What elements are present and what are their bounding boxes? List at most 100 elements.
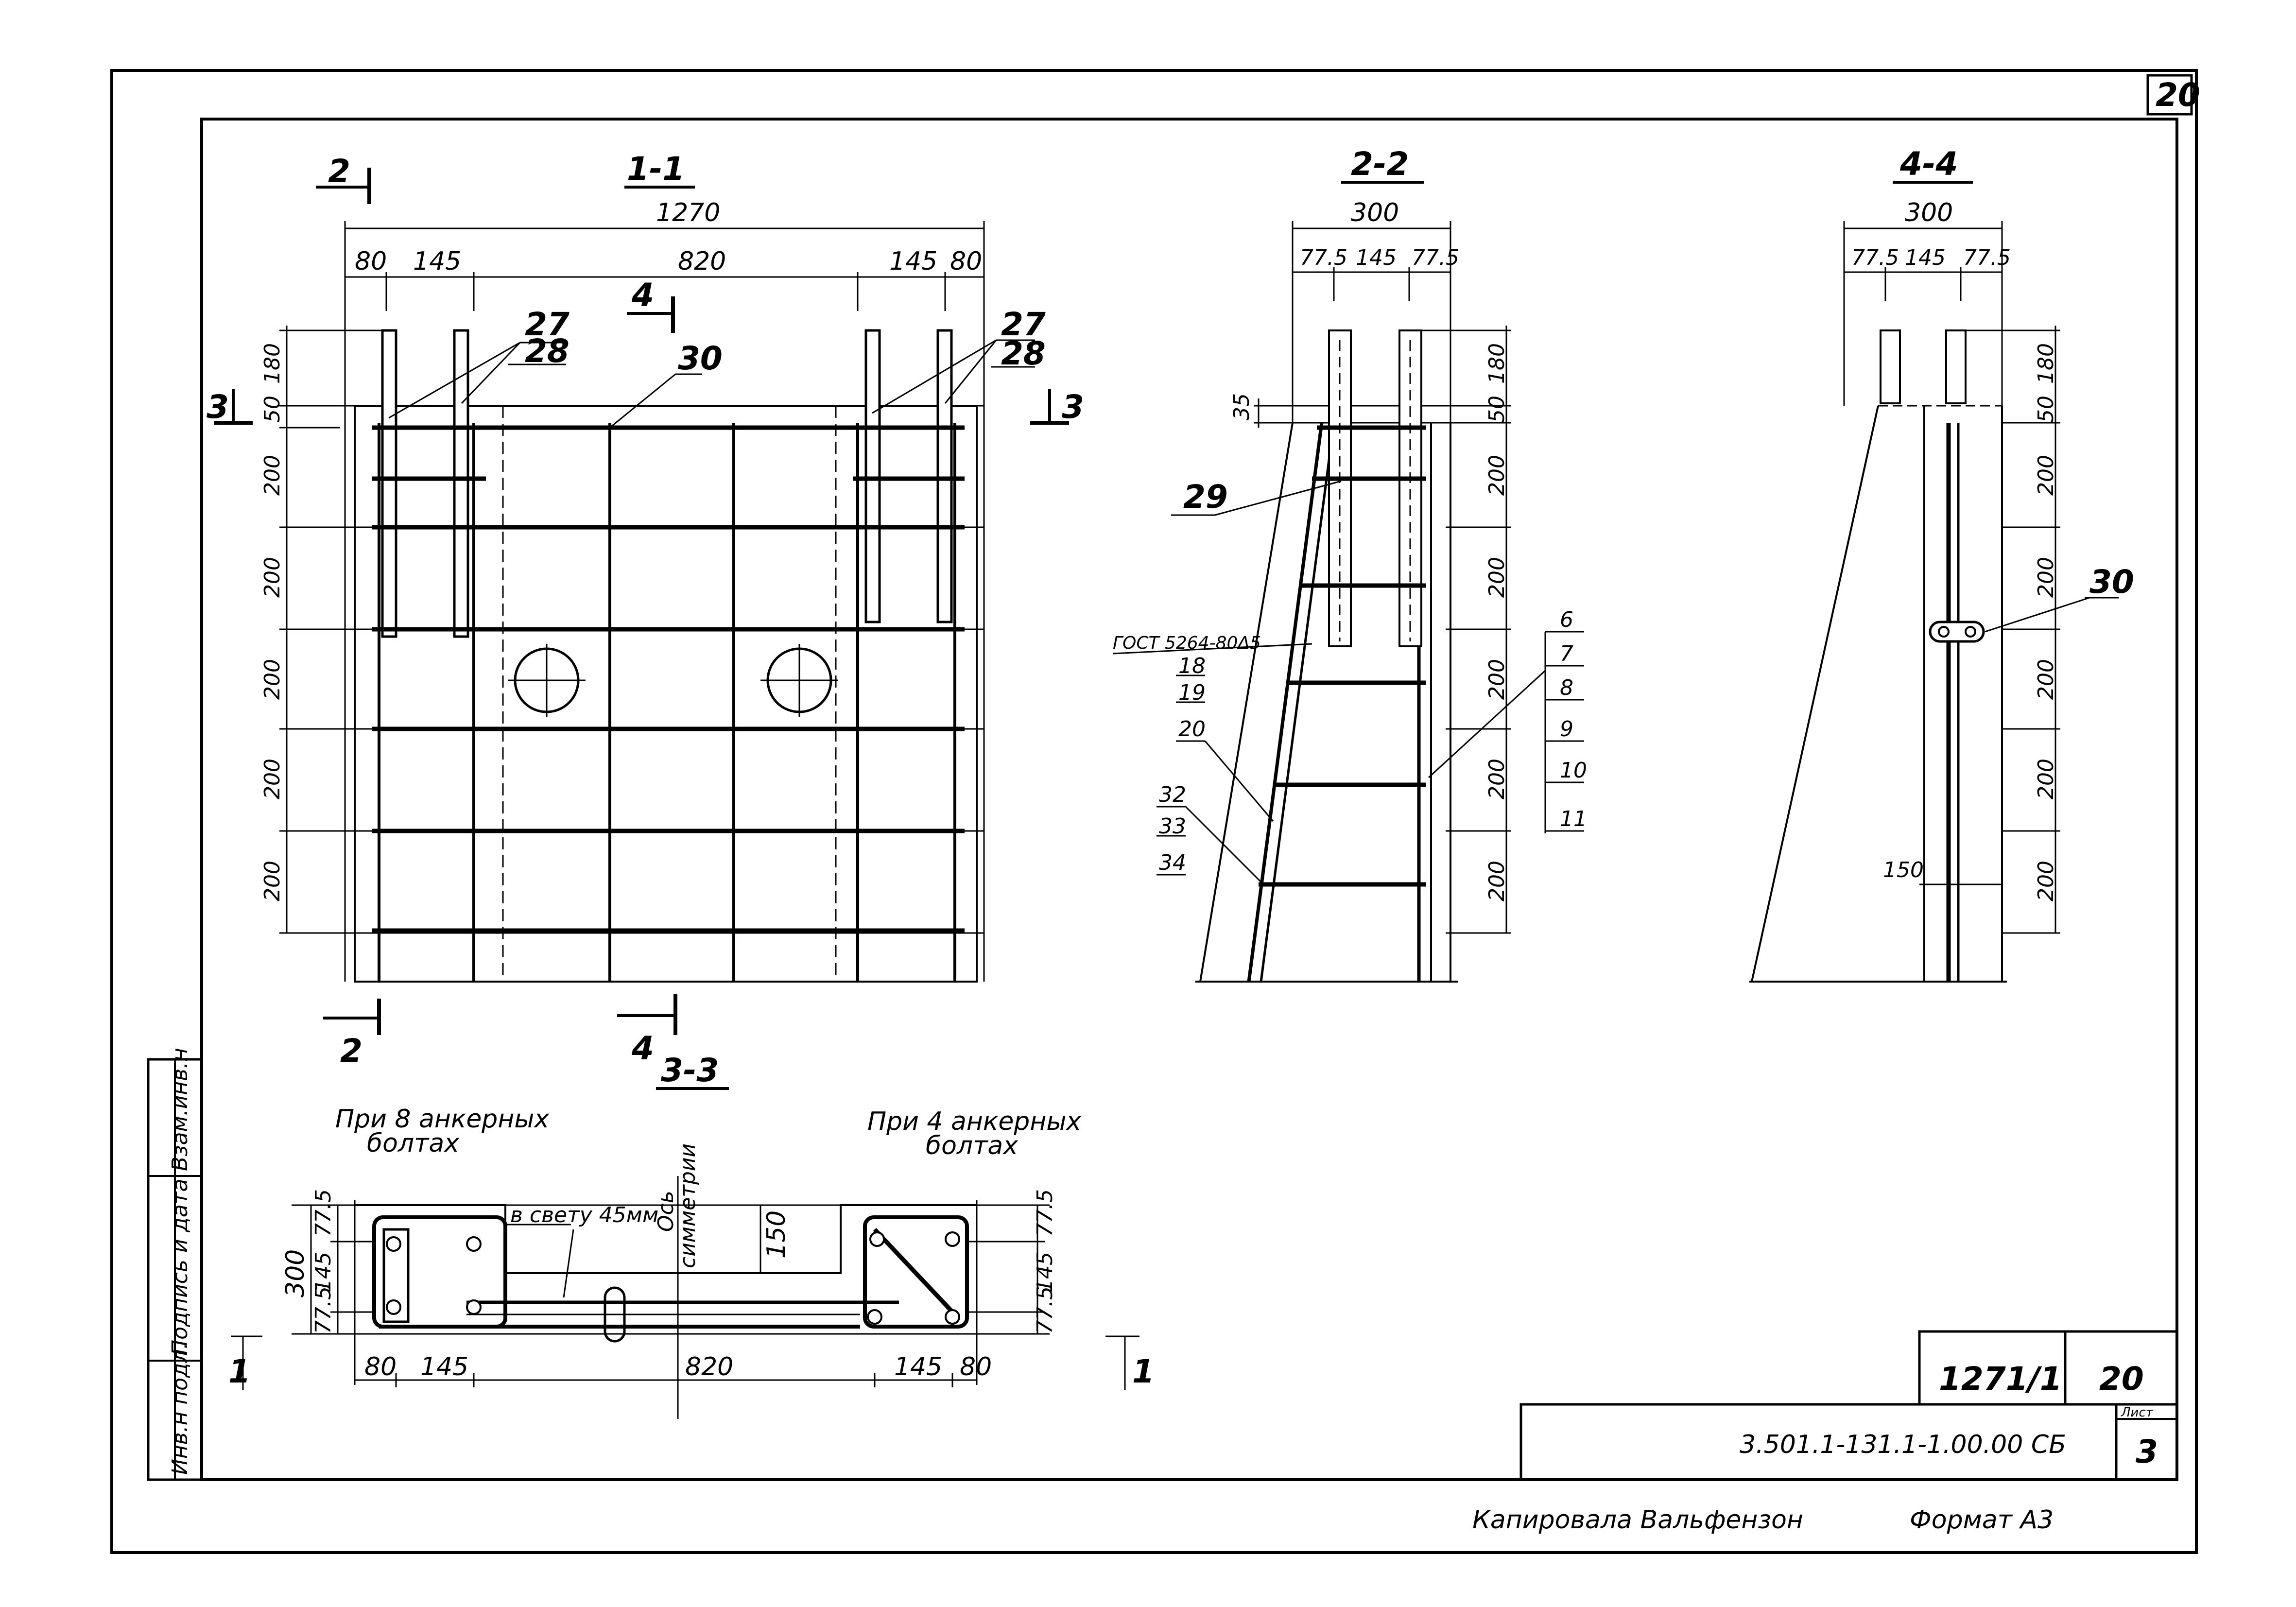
label-20: 20 [1178,717,1206,742]
cut-mark-3-left: 3 [207,388,229,426]
dim-3-l-77-5-a: 77.5 [311,1189,336,1237]
title-number: 1271/1 [1939,1360,2062,1398]
footer-copied-by: Капировала Вальфензон [1472,1505,1803,1535]
dim-3-80-right: 80 [960,1352,992,1382]
dim-2-200-e: 200 [1485,861,1509,901]
dim-2-50: 50 [1485,396,1509,423]
dim-80-right: 80 [950,247,982,276]
dim-4-200-d: 200 [2034,759,2058,799]
sheet-number-box: 20 [2146,74,2200,116]
footer-format: Формат А3 [1910,1505,2054,1535]
dim-145-left: 145 [413,247,461,276]
label-34: 34 [1159,850,1186,875]
dim-3-l-300: 300 [281,1249,310,1297]
dim-v-200-d: 200 [260,759,285,799]
label-33: 33 [1159,814,1186,839]
cut-mark-2-bottom: 2 [340,1032,363,1070]
dim-4-300: 300 [1905,198,1953,227]
title-code: 3.501.1-131.1-1.00.00 СБ [1740,1430,2066,1459]
dim-v-200-a: 200 [260,455,285,496]
label-32: 32 [1159,782,1186,807]
label-27-right: 27 [1001,306,1046,343]
label-6: 6 [1560,607,1573,632]
sheet-number-top: 20 [2156,76,2200,114]
label-28-right: 28 [1001,335,1046,372]
dim-1270: 1270 [656,198,720,227]
dim-4-200-a: 200 [2034,455,2058,496]
axis-1: Ось [654,1191,678,1232]
dim-3-145-left: 145 [420,1352,468,1382]
dim-v-200-b: 200 [260,557,285,598]
dim-4-50: 50 [2034,396,2058,423]
title-list-label: Лист [2121,1405,2154,1420]
clear-gap: в свету 45мм [510,1203,658,1227]
dim-3-145-right: 145 [894,1352,942,1382]
cut-mark-4-top: 4 [631,276,654,314]
dim-4-145: 145 [1905,245,1946,270]
dim-3-150: 150 [762,1210,791,1259]
dim-3-l-77-5-b: 77.5 [311,1286,336,1334]
cut-mark-1-left: 1 [228,1353,251,1390]
title-sheet: 20 [2099,1360,2144,1398]
dim-2-200-b: 200 [1485,557,1509,598]
dim-v-200-e: 200 [260,861,285,901]
dim-2-180: 180 [1485,343,1509,384]
section-4-4: 4-4 300 77.5 145 77.5 180 50 200 200 200 [1749,145,2134,983]
label-30: 30 [678,340,723,377]
dim-145-right: 145 [889,247,937,276]
dim-35: 35 [1229,393,1254,420]
stamp-replace: Взам.инв.н [168,1048,192,1171]
section-1-1-title: 1-1 [627,150,685,188]
dim-820: 820 [678,247,726,276]
dim-4-77-5-a: 77.5 [1851,245,1899,270]
dim-v-200-c: 200 [260,659,285,700]
dim-3-r-77-5-b: 77.5 [1033,1286,1057,1334]
title-list-value: 3 [2136,1433,2158,1470]
section-1-1: 1-1 2 2 3 3 4 4 [207,150,1084,1070]
stamp-sign: Подпись и дата [168,1179,192,1356]
label-28-left: 28 [525,332,570,370]
stamp-inv: Инв.н подл. [168,1342,192,1475]
label-8: 8 [1560,675,1573,700]
section-4-4-title: 4-4 [1899,145,1958,183]
label-27-left: 27 [525,306,570,343]
label-7: 7 [1560,641,1573,666]
dim-4-200-e: 200 [2034,861,2058,901]
dim-3-l-145: 145 [311,1252,336,1293]
note-left-1: При 8 анкерных [335,1105,550,1134]
section-3-3: 3-3 При 8 анкерных болтах При 4 анкерных… [228,1052,1155,1419]
title-block: 1271/1 20 3.501.1-131.1-1.00.00 СБ Лист … [1519,1330,2178,1481]
dim-v-50: 50 [260,396,285,423]
label-gost: ГОСТ 5264-80Δ5 [1113,633,1261,653]
dim-77-5-b: 77.5 [1412,245,1459,270]
dim-4-200-b: 200 [2034,557,2058,598]
label-4-30: 30 [2089,563,2134,601]
dim-3-r-145: 145 [1033,1252,1057,1293]
cut-mark-1-right: 1 [1132,1353,1155,1390]
section-2-2-title: 2-2 [1351,145,1409,183]
label-18: 18 [1178,654,1206,678]
dim-4-77-5-b: 77.5 [1963,245,2011,270]
cut-mark-4-bottom: 4 [631,1030,654,1067]
note-right-2: болтах [926,1131,1019,1160]
dim-4-200-c: 200 [2034,659,2058,700]
sheet-border [110,69,2198,1554]
dim-4-150: 150 [1883,858,1924,882]
dim-3-820: 820 [685,1352,733,1382]
dim-v-180: 180 [260,343,285,384]
cut-mark-2-top: 2 [328,153,350,190]
dim-4-180: 180 [2034,343,2058,384]
label-29: 29 [1183,478,1228,516]
dim-2-200-c: 200 [1485,659,1509,700]
dim-145: 145 [1356,245,1397,270]
dim-2-200-d: 200 [1485,759,1509,799]
label-11: 11 [1560,807,1587,831]
cut-mark-3-right: 3 [1062,388,1084,426]
note-right-1: При 4 анкерных [867,1107,1082,1136]
side-stamp: Инв.н подл. Подпись и дата Взам.инв.н [147,1048,203,1481]
dim-2-200-a: 200 [1485,455,1509,496]
dim-77-5-a: 77.5 [1300,245,1347,270]
dim-3-80-left: 80 [364,1352,397,1382]
note-left-2: болтах [367,1129,460,1158]
